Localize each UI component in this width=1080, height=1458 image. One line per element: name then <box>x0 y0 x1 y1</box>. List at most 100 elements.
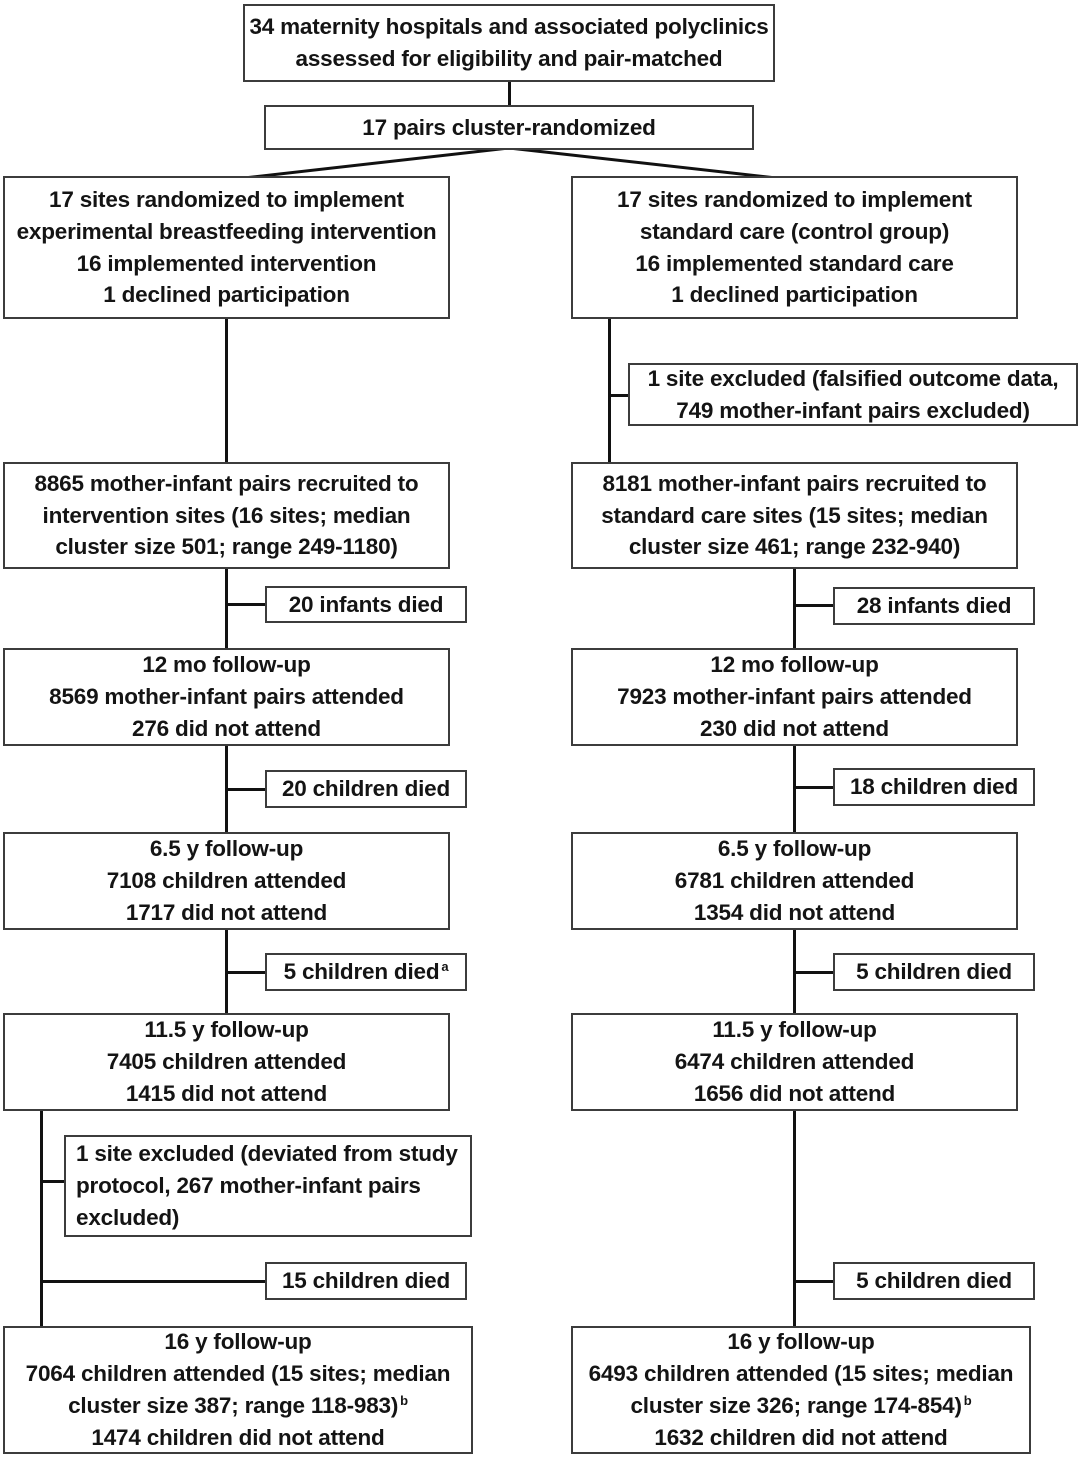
box-intervention-recruited: 8865 mother-infant pairs recruited to in… <box>3 462 450 569</box>
connector-control-11_5y-to-16y <box>793 1111 796 1336</box>
control-site-excluded-line-2: 749 mother-infant pairs excluded) <box>676 397 1030 423</box>
control-recruited-line-3: cluster size 461; range 232-940) <box>628 534 961 560</box>
footnote-marker-b-left: b <box>400 1392 408 1408</box>
intervention-11_5y-line-3: 1415 did not attend <box>125 1080 328 1106</box>
intervention-infant-deaths-line-1: 20 infants died <box>288 591 444 617</box>
control-allocation-line-3: 16 implemented standard care <box>635 250 954 276</box>
intervention-allocation-line-2: experimental breastfeeding intervention <box>16 218 437 244</box>
control-16y-line-1: 16 y follow-up <box>727 1329 875 1355</box>
connector-control-infant-deaths <box>793 604 837 607</box>
connector-control-deaths-after-12mo <box>793 786 837 789</box>
connector-intervention-site-excluded <box>40 1180 68 1183</box>
intervention-6_5y-line-1: 6.5 y follow-up <box>149 836 304 862</box>
control-6_5y-line-3: 1354 did not attend <box>693 899 896 925</box>
control-12mo-line-1: 12 mo follow-up <box>710 652 879 678</box>
connector-intervention-deaths-after-6_5y <box>225 971 269 974</box>
control-deaths-12mo-line-1: 18 children died <box>849 774 1019 800</box>
intervention-12mo-line-2: 8569 mother-infant pairs attended <box>49 684 404 710</box>
box-control-followup-16y: 16 y follow-up 6493 children attended (1… <box>571 1326 1031 1454</box>
box-intervention-followup-6-5y: 6.5 y follow-up 7108 children attended 1… <box>3 832 450 930</box>
box-intervention-followup-11-5y: 11.5 y follow-up 7405 children attended … <box>3 1013 450 1111</box>
box-intervention-infant-deaths: 20 infants died <box>265 586 467 623</box>
intervention-allocation-line-4: 1 declined participation <box>103 282 350 308</box>
intervention-site-excluded-text: 1 site excluded (deviated from study pro… <box>76 1141 458 1230</box>
control-11_5y-line-2: 6474 children attended <box>674 1049 915 1075</box>
control-16y-line-3: cluster size 326; range 174-854)b <box>630 1392 972 1418</box>
connector-control-deaths-after-11_5y <box>793 1280 837 1283</box>
control-6_5y-line-1: 6.5 y follow-up <box>717 836 872 862</box>
control-infant-deaths-line-1: 28 infants died <box>856 593 1012 619</box>
control-recruited-line-1: 8181 mother-infant pairs recruited to <box>602 470 987 496</box>
intervention-6_5y-line-3: 1717 did not attend <box>125 899 328 925</box>
control-recruited-line-2: standard care sites (15 sites; median <box>601 502 988 528</box>
control-16y-line-4: 1632 children did not attend <box>654 1424 948 1450</box>
connector-intervention-11_5y-to-16y <box>40 1111 43 1336</box>
intervention-16y-line-4: 1474 children did not attend <box>91 1424 385 1450</box>
box-control-followup-11-5y: 11.5 y follow-up 6474 children attended … <box>571 1013 1018 1111</box>
box-control-deaths-after-6-5y: 5 children died <box>833 953 1035 991</box>
control-12mo-line-2: 7923 mother-infant pairs attended <box>617 684 972 710</box>
connector-control-deaths-after-6_5y <box>793 971 837 974</box>
intervention-deaths-12mo-line-1: 20 children died <box>281 776 451 802</box>
eligibility-line-2: assessed for eligibility and pair-matche… <box>295 46 723 71</box>
intervention-recruited-line-2: intervention sites (16 sites; median <box>42 502 411 528</box>
control-12mo-line-3: 230 did not attend <box>700 715 889 741</box>
box-pairs-randomized: 17 pairs cluster-randomized <box>264 105 754 150</box>
box-intervention-deaths-after-11-5y: 15 children died <box>265 1262 467 1300</box>
box-control-followup-12mo: 12 mo follow-up 7923 mother-infant pairs… <box>571 648 1018 746</box>
intervention-recruited-line-1: 8865 mother-infant pairs recruited to <box>34 470 419 496</box>
connector-randomization-split <box>225 146 795 182</box>
connector-control-recruited-to-12mo <box>793 569 796 652</box>
connector-intervention-deaths-after-11_5y <box>40 1280 268 1283</box>
intervention-recruited-line-3: cluster size 501; range 249-1180) <box>55 534 398 560</box>
control-allocation-line-4: 1 declined participation <box>671 282 918 308</box>
control-deaths-11_5y-line-1: 5 children died <box>856 1268 1012 1294</box>
box-control-site-excluded: 1 site excluded (falsified outcome data,… <box>628 363 1078 426</box>
box-control-infant-deaths: 28 infants died <box>833 587 1035 625</box>
control-allocation-line-2: standard care (control group) <box>639 218 950 244</box>
control-6_5y-line-2: 6781 children attended <box>674 868 915 894</box>
connector-intervention-infant-deaths <box>225 603 269 606</box>
box-control-deaths-after-11-5y: 5 children died <box>833 1262 1035 1300</box>
connector-intervention-recruited-to-12mo <box>225 569 228 652</box>
box-intervention-site-excluded: 1 site excluded (deviated from study pro… <box>64 1135 472 1237</box>
box-control-allocation: 17 sites randomized to implement standar… <box>571 176 1018 319</box>
control-11_5y-line-3: 1656 did not attend <box>693 1080 896 1106</box>
control-site-excluded-line-1: 1 site excluded (falsified outcome data, <box>647 365 1059 391</box>
footnote-marker-b-right: b <box>963 1392 972 1408</box>
randomization-line-1: 17 pairs cluster-randomized <box>362 114 656 140</box>
intervention-11_5y-line-2: 7405 children attended <box>106 1049 347 1075</box>
box-control-deaths-after-12mo: 18 children died <box>833 768 1035 806</box>
control-16y-line-2: 6493 children attended (15 sites; median <box>588 1361 1014 1387</box>
box-control-recruited: 8181 mother-infant pairs recruited to st… <box>571 462 1018 569</box>
control-deaths-6_5y-line-1: 5 children died <box>856 959 1012 985</box>
intervention-6_5y-line-2: 7108 children attended <box>106 868 347 894</box>
intervention-16y-line-3: cluster size 387; range 118-983)b <box>68 1392 408 1418</box>
control-11_5y-line-1: 11.5 y follow-up <box>712 1017 877 1043</box>
intervention-11_5y-line-1: 11.5 y follow-up <box>144 1017 309 1043</box>
intervention-12mo-line-3: 276 did not attend <box>132 715 321 741</box>
footnote-marker-a: a <box>441 958 449 974</box>
connector-eligibility-to-randomization <box>508 82 511 105</box>
intervention-16y-line-1: 16 y follow-up <box>164 1329 312 1355</box>
control-allocation-line-1: 17 sites randomized to implement <box>617 186 972 212</box>
eligibility-line-1: 34 maternity hospitals and associated po… <box>249 14 769 40</box>
box-eligibility-assessment: 34 maternity hospitals and associated po… <box>243 4 775 82</box>
connector-control-12mo-to-6_5y <box>793 746 796 834</box>
intervention-deaths-11_5y-line-1: 15 children died <box>281 1268 451 1294</box>
box-intervention-allocation: 17 sites randomized to implement experim… <box>3 176 450 319</box>
box-intervention-followup-12mo: 12 mo follow-up 8569 mother-infant pairs… <box>3 648 450 746</box>
intervention-allocation-line-1: 17 sites randomized to implement <box>49 186 404 212</box>
intervention-16y-line-2: 7064 children attended (15 sites; median <box>25 1361 451 1387</box>
intervention-12mo-line-1: 12 mo follow-up <box>142 652 311 678</box>
box-intervention-deaths-after-12mo: 20 children died <box>265 770 467 808</box>
connector-control-allocation-to-recruited <box>608 319 611 467</box>
connector-intervention-allocation-to-recruited <box>225 319 228 467</box>
connector-control-site-excluded <box>608 394 632 397</box>
connector-intervention-deaths-after-12mo <box>225 788 269 791</box>
box-intervention-followup-16y: 16 y follow-up 7064 children attended (1… <box>3 1326 473 1454</box>
intervention-allocation-line-3: 16 implemented intervention <box>76 250 377 276</box>
